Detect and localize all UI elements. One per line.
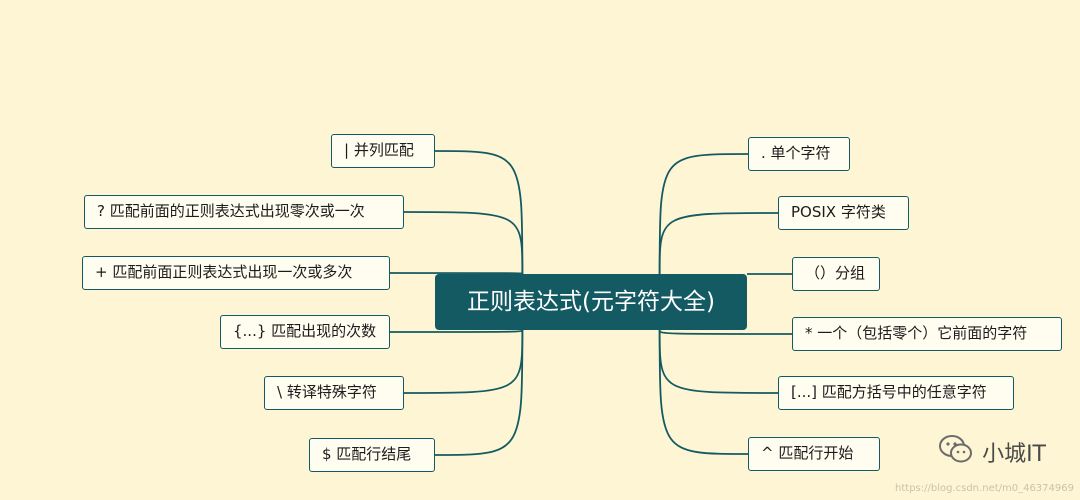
left-connector-4 (403, 329, 524, 394)
left-node-dollar[interactable]: $ 匹配行结尾 (309, 438, 435, 472)
watermark: 小城IT (938, 434, 1046, 470)
left-node-plus[interactable]: + 匹配前面正则表达式出现一次或多次 (82, 256, 390, 290)
right-node-group[interactable]: （）分组 (792, 257, 880, 291)
right-connector-1 (658, 212, 779, 275)
watermark-text: 小城IT (982, 442, 1046, 467)
right-node-star[interactable]: * 一个（包括零个）它前面的字符 (792, 317, 1062, 351)
right-node-caret[interactable]: ^ 匹配行开始 (748, 437, 880, 471)
left-connector-2 (389, 272, 524, 275)
left-connector-3 (389, 329, 524, 333)
right-connector-3 (658, 329, 793, 335)
left-node-question[interactable]: ? 匹配前面的正则表达式出现零次或一次 (84, 195, 404, 229)
right-connector-0 (658, 153, 749, 275)
watermark-url: https://blog.csdn.net/m0_46374969 (895, 483, 1074, 494)
left-connector-5 (434, 329, 524, 456)
right-node-posix[interactable]: POSIX 字符类 (778, 196, 909, 230)
left-node-pipe[interactable]: | 并列匹配 (331, 134, 435, 168)
left-connector-0 (434, 150, 524, 275)
center-topic[interactable]: 正则表达式(元字符大全) (435, 274, 747, 330)
right-node-brackets[interactable]: [...] 匹配方括号中的任意字符 (778, 376, 1014, 410)
right-node-dot[interactable]: . 单个字符 (748, 137, 850, 171)
right-connector-5 (658, 329, 749, 455)
right-connector-4 (658, 329, 779, 394)
left-node-backslash[interactable]: \ 转译特殊字符 (264, 376, 404, 410)
left-node-braces[interactable]: {...} 匹配出现的次数 (220, 315, 390, 349)
wechat-icon (938, 434, 974, 470)
left-connector-1 (403, 211, 524, 275)
